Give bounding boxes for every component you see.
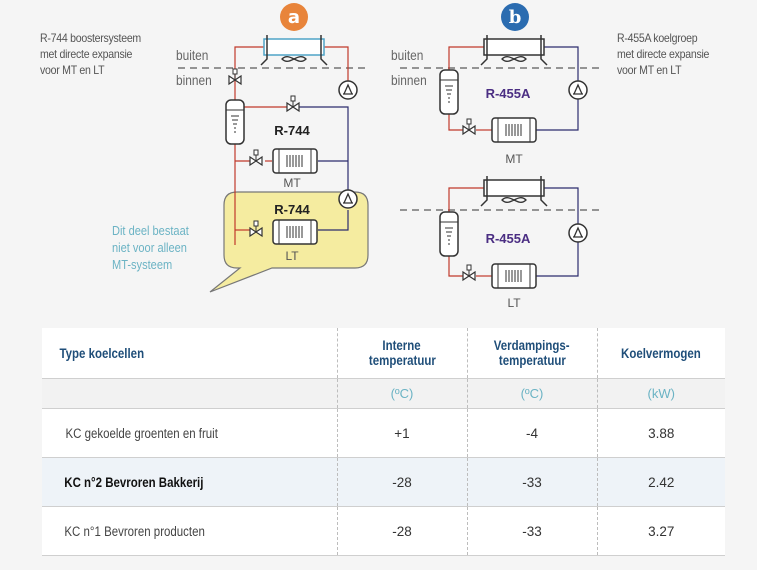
refrigerant-a-lt: R-744 xyxy=(274,202,310,217)
condenser-b-lt-icon xyxy=(480,175,548,207)
compressor-lt-icon xyxy=(338,189,358,209)
cell-internal-temp: -28 xyxy=(336,457,467,507)
refrigerant-b-lt: R-455A xyxy=(486,231,531,246)
cell-capacity: 2.42 xyxy=(596,457,725,507)
caption-line: met directe expansie xyxy=(40,47,133,61)
cell-type: KC gekoelde groenten en fruit xyxy=(42,408,337,458)
caption-line: voor MT en LT xyxy=(40,63,105,77)
mt-label-a: MT xyxy=(283,176,301,190)
note-line: Dit deel bestaat xyxy=(112,223,189,238)
cell-capacity: 3.27 xyxy=(596,506,725,556)
caption-line: R-744 boostersysteem xyxy=(40,31,141,45)
evaporator-b-lt-icon xyxy=(491,263,537,289)
valve-icon xyxy=(462,264,476,281)
compressor-b-mt-icon xyxy=(568,80,588,100)
evaporator-lt-icon xyxy=(272,219,318,245)
cell-capacity: 3.88 xyxy=(596,408,725,458)
cell-internal-temp: -28 xyxy=(336,506,467,556)
unit-cell xyxy=(42,378,337,409)
badge-b-label: b xyxy=(509,7,522,28)
lt-label-a: LT xyxy=(285,249,299,263)
header-type: Type koelcellen xyxy=(42,328,337,379)
zone-inside-b: binnen xyxy=(391,72,427,88)
mt-label-b: MT xyxy=(505,152,523,166)
condenser-a-icon xyxy=(260,34,328,66)
refrigerant-a-mt: R-744 xyxy=(274,123,310,138)
lt-label-b: LT xyxy=(507,296,521,310)
valve-icon xyxy=(286,95,300,112)
header-evap-temp: Verdampings-temperatuur xyxy=(466,328,597,379)
valve-icon xyxy=(462,118,476,135)
table-row: KC gekoelde groenten en fruit +1 -4 3.88 xyxy=(42,408,725,458)
table-row: KC n°2 Bevroren Bakkerij -28 -33 2.42 xyxy=(42,457,725,507)
caption-line: voor MT en LT xyxy=(617,63,682,77)
lt-note: Dit deel bestaat niet voor alleen MT-sys… xyxy=(112,222,189,273)
evaporator-b-mt-icon xyxy=(491,117,537,143)
receiver-b-mt-icon xyxy=(439,69,459,115)
system-a-caption: R-744 boostersysteem met directe expansi… xyxy=(40,30,141,78)
badge-a xyxy=(280,3,308,31)
cell-internal-temp: +1 xyxy=(336,408,467,458)
receiver-icon xyxy=(225,99,245,145)
unit-cell: (ºC) xyxy=(336,378,467,409)
condenser-b-mt-icon xyxy=(480,34,548,66)
cell-type: KC n°1 Bevroren producten xyxy=(42,506,337,556)
badge-b xyxy=(501,3,529,31)
table-units-row: (ºC) (ºC) (kW) xyxy=(42,378,725,409)
header-capacity: Koelvermogen xyxy=(596,328,725,379)
valve-icon xyxy=(249,149,263,166)
compressor-icon xyxy=(338,80,358,100)
cell-evap-temp: -33 xyxy=(466,457,597,507)
table-row: KC n°1 Bevroren producten -28 -33 3.27 xyxy=(42,506,725,556)
refrigeration-diagram: a b R-744 MT R-744 LT R-455A MT xyxy=(178,3,600,310)
cell-type: KC n°2 Bevroren Bakkerij xyxy=(42,457,337,507)
refrigerant-b-mt: R-455A xyxy=(486,86,531,101)
system-b-caption: R-455A koelgroep met directe expansie vo… xyxy=(617,30,709,78)
caption-line: met directe expansie xyxy=(617,47,710,61)
receiver-b-lt-icon xyxy=(439,211,459,257)
note-line: niet voor alleen xyxy=(112,240,187,255)
zone-outside-a: buiten xyxy=(176,47,209,63)
unit-cell: (kW) xyxy=(596,378,725,409)
zone-inside-a: binnen xyxy=(176,72,212,88)
note-line: MT-systeem xyxy=(112,257,173,272)
unit-cell: (ºC) xyxy=(466,378,597,409)
caption-line: R-455A koelgroep xyxy=(617,31,698,45)
badge-a-label: a xyxy=(288,7,300,28)
evaporator-mt-icon xyxy=(272,148,318,174)
zone-outside-b: buiten xyxy=(391,47,424,63)
cell-evap-temp: -33 xyxy=(466,506,597,556)
compressor-b-lt-icon xyxy=(568,223,588,243)
cell-evap-temp: -4 xyxy=(466,408,597,458)
